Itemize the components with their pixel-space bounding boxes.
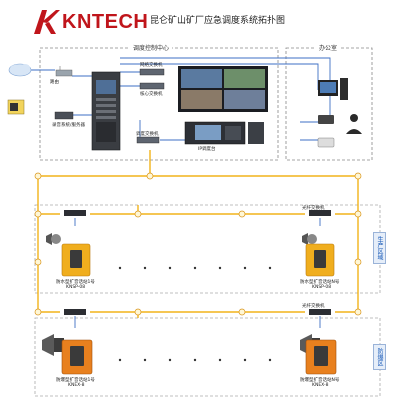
recorder-label: 录音系统/服务器	[52, 123, 86, 128]
dispatch-console-icon	[184, 121, 264, 145]
phone-field-left-label: 防水型扩音话站1号	[56, 280, 95, 285]
office-phone-2-icon	[317, 137, 335, 148]
zone-b-left-phone-icon	[61, 339, 93, 375]
zone-a-right-speaker-icon	[302, 233, 317, 245]
recorder-icon	[7, 99, 25, 115]
switch-b-label: 核心交换机	[140, 92, 163, 97]
zone-a-left-speaker-icon	[46, 233, 61, 245]
phone-ex-right-label: 防爆型扩音话站N号	[300, 378, 340, 383]
switch-b-icon	[139, 82, 165, 90]
zone-a-ellipsis	[118, 266, 272, 270]
zone-a-fiber-switch-label: 光纤交换机	[302, 206, 325, 211]
page-title: 昆仑矿山矿厂应急调度系统拓扑图	[150, 16, 286, 26]
rack-cabinet-icon	[91, 71, 121, 151]
console-label: IP调度台	[198, 147, 216, 152]
phone-field-left-model: KNSP-08	[66, 285, 86, 290]
cloud-icon	[8, 63, 32, 77]
office-pc-icon	[318, 78, 348, 100]
zone-b-label: 防爆区	[373, 344, 386, 370]
server-icon	[54, 111, 74, 120]
zone-a-right-switch-icon	[309, 210, 331, 216]
zone-b-left-switch-icon	[64, 309, 86, 315]
zone-b-right-phone-icon	[305, 339, 337, 375]
phone-field-right-label: 防水型扩音话站N号	[300, 280, 340, 285]
zone-a-right-phone-icon	[305, 243, 335, 277]
control-center-label: 调度控制中心	[130, 43, 173, 52]
zone-a-box	[34, 204, 381, 294]
fiber-connectors	[34, 172, 362, 316]
switch-a-label: 网络交换机	[140, 63, 163, 68]
zone-a-left-switch-icon	[64, 210, 86, 216]
phone-ex-left-model: KNEX-8	[68, 383, 85, 388]
zone-b-right-switch-icon	[309, 309, 331, 315]
logo-mark-icon	[34, 10, 60, 34]
phone-field-right-model: KNSP-08	[312, 285, 332, 290]
zone-b-box	[34, 317, 381, 397]
router-label: 路由	[50, 80, 59, 85]
zone-a-label: 生产区域	[373, 232, 386, 264]
brand-logo: KNTECH	[34, 10, 148, 34]
phone-ex-left-label: 防爆型扩音话站1号	[56, 378, 95, 383]
phone-ex-right-model: KNEX-8	[312, 383, 329, 388]
router-icon	[55, 66, 73, 77]
office-label: 办公室	[316, 43, 341, 52]
dispatch-switch-icon	[136, 136, 160, 144]
dispatch-switch-label: 调度交换机	[136, 132, 159, 137]
zone-b-ellipsis	[118, 358, 272, 362]
switch-a-icon	[139, 68, 165, 76]
logo-text: KNTECH	[62, 10, 149, 33]
monitor-wall-icon	[178, 66, 268, 112]
office-phone-icon	[318, 115, 334, 124]
zone-b-left-horn-icon	[42, 334, 64, 356]
office-operator-icon	[346, 114, 362, 134]
zone-a-left-phone-icon	[61, 243, 91, 277]
zone-b-fiber-switch-label: 光纤交换机	[302, 304, 325, 309]
